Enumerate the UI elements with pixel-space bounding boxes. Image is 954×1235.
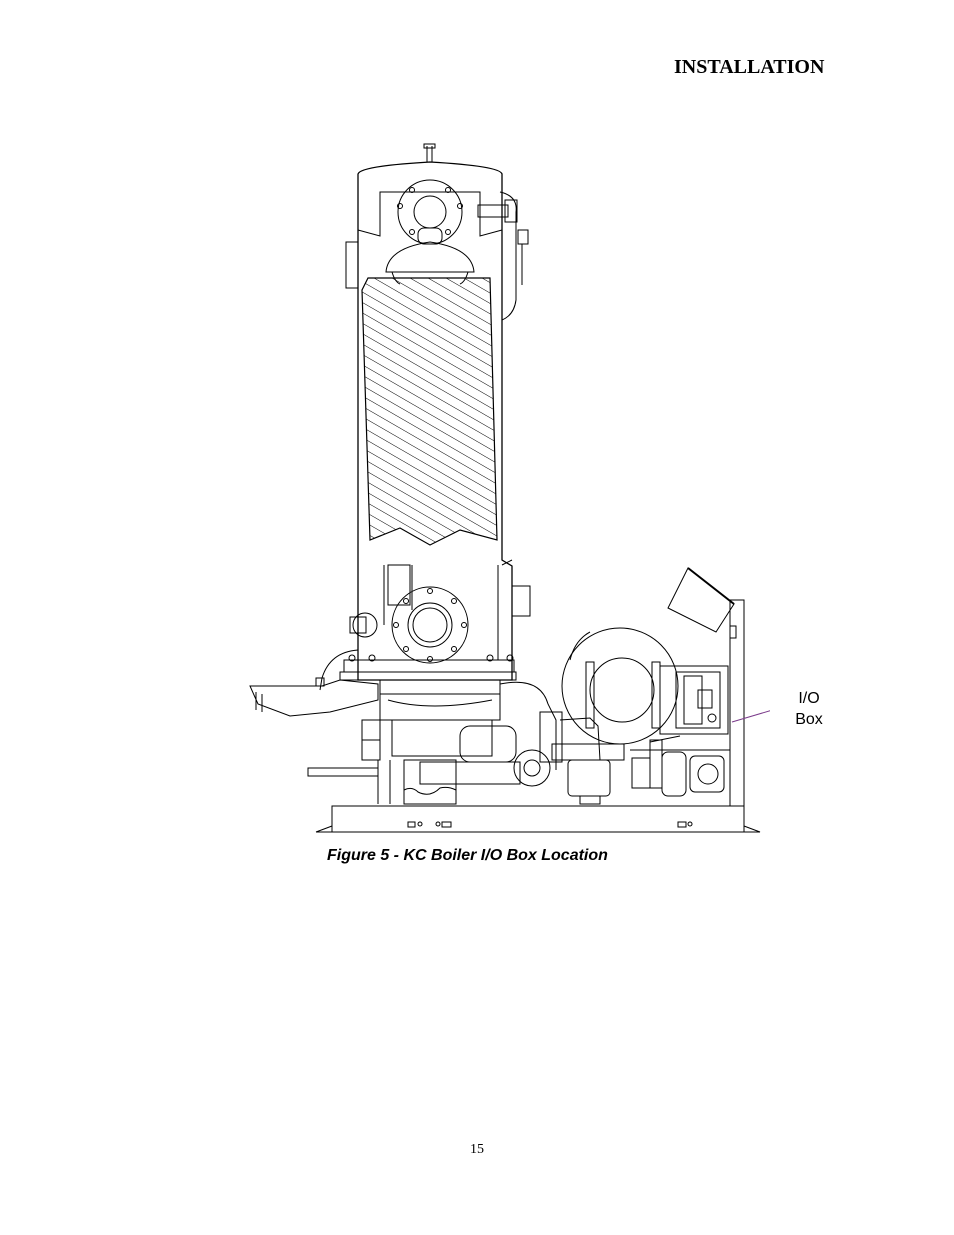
section-title: INSTALLATION [674, 56, 825, 78]
page-number: 15 [470, 1142, 484, 1157]
callout-line-2: Box [795, 711, 823, 728]
boiler-drawing [240, 140, 770, 840]
io-box-callout: I/O Box [788, 688, 830, 730]
callout-line-1: I/O [798, 690, 820, 707]
figure-caption: Figure 5 - KC Boiler I/O Box Location [327, 847, 608, 864]
